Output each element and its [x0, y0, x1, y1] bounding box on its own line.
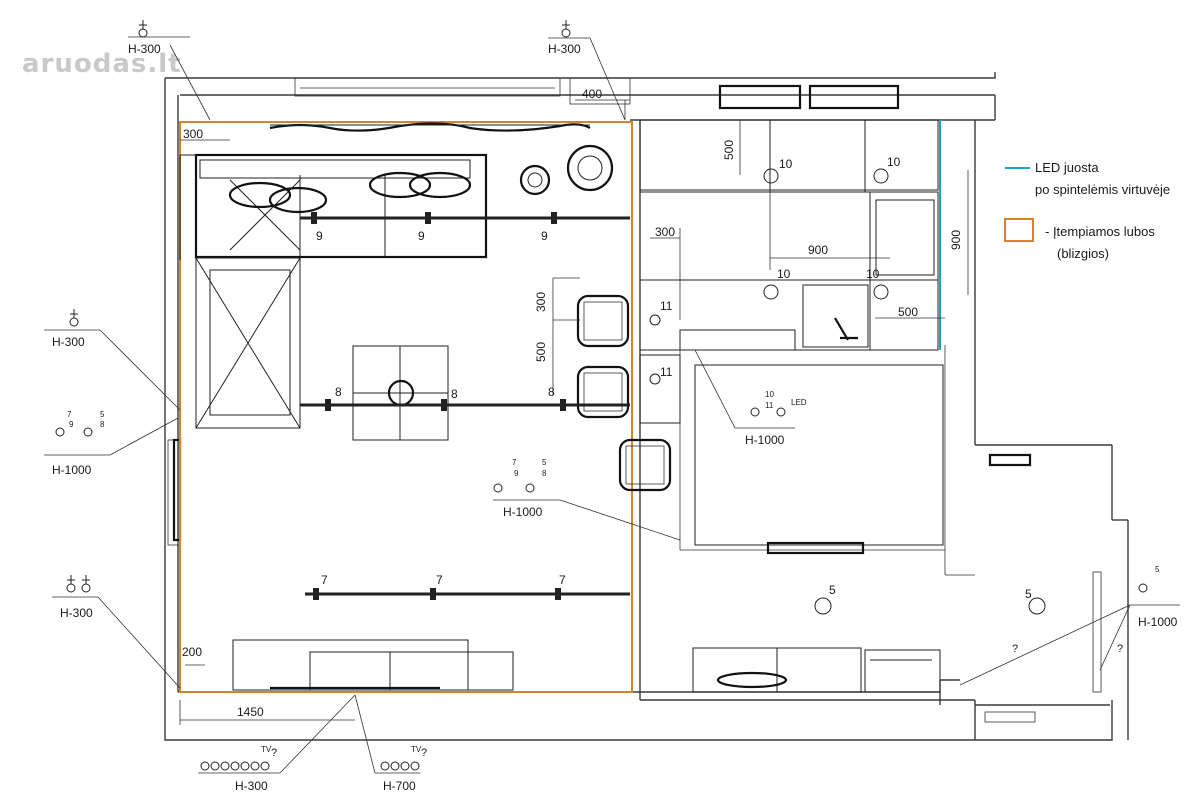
legend-ceiling-line2: (blizgios) [1057, 246, 1109, 261]
dim-900-horizontal: 900 [808, 243, 828, 257]
watermark-logo: aruodas.lt [22, 49, 182, 79]
coffee-table [352, 345, 449, 441]
dim-300-kitchen: 300 [655, 225, 675, 239]
switch-label-7-center: 7 [512, 458, 517, 467]
legend: LED juosta po spintelėmis virtuvėje - Įt… [1004, 160, 1170, 261]
dim-1450: 1450 [237, 705, 264, 719]
height-label-top-center: H-300 [548, 42, 581, 56]
legend-led-line1: LED juosta [1035, 160, 1099, 175]
height-label-left-2: H-1000 [52, 463, 92, 477]
switch-label-11-kitchen: 11 [765, 401, 774, 410]
light-rails [300, 216, 630, 596]
switch-label-9-center: 9 [514, 469, 519, 478]
height-label-bottom-1: H-300 [235, 779, 268, 793]
dimension-texts: 300 400 500 300 300 500 900 900 500 200 … [182, 87, 963, 719]
light-number-10c: 10 [777, 267, 791, 281]
light-number-5a: 5 [829, 583, 836, 597]
switch-label-8-center: 8 [542, 469, 547, 478]
symbol-labels: 7 9 5 8 7 9 5 8 10 11 LED 5 TV ? TV ? ? … [67, 390, 1160, 759]
tv-console [232, 639, 514, 691]
unknown-mark-2: ? [1117, 643, 1123, 655]
light-number-9c: 9 [541, 229, 548, 243]
switch-label-5-right: 5 [1155, 565, 1160, 574]
light-number-7b: 7 [436, 573, 443, 587]
dim-500-chairs: 500 [534, 342, 548, 362]
switch-label-8-left: 8 [100, 420, 105, 429]
legend-ceiling-line1: - Įtempiamos lubos [1045, 224, 1155, 239]
downlights [649, 168, 1046, 615]
socket-label-tv-2: TV [411, 745, 422, 754]
height-label-top-left: H-300 [128, 42, 161, 56]
switch-label-7-left: 7 [67, 410, 72, 419]
dim-200: 200 [182, 645, 202, 659]
switch-label-9-left: 9 [69, 420, 74, 429]
light-number-8c: 8 [548, 385, 555, 399]
dim-300-chairs: 300 [534, 292, 548, 312]
height-label-left-1: H-300 [52, 335, 85, 349]
stretch-ceiling-outline [179, 121, 633, 693]
socket-label-q-1: ? [271, 747, 277, 759]
dim-500-kitchen-top: 500 [722, 140, 736, 160]
height-label-right: H-1000 [1138, 615, 1178, 629]
light-number-9a: 9 [316, 229, 323, 243]
light-number-7c: 7 [559, 573, 566, 587]
light-number-5b: 5 [1025, 587, 1032, 601]
socket-leaders [44, 36, 1180, 774]
height-labels: H-300 H-300 H-300 H-1000 H-300 H-1000 H-… [52, 42, 1178, 793]
dim-400: 400 [582, 87, 602, 101]
light-number-9b: 9 [418, 229, 425, 243]
wall-shelf-top [269, 122, 591, 132]
switch-label-5-center: 5 [542, 458, 547, 467]
switch-label-5-left: 5 [100, 410, 105, 419]
dining-chairs [576, 294, 672, 492]
socket-label-tv-1: TV [261, 745, 272, 754]
kitchen-units [639, 84, 1102, 723]
light-number-10d: 10 [866, 267, 880, 281]
light-number-10a: 10 [779, 157, 793, 171]
corner-sofa [179, 153, 488, 429]
light-numbers: 9 9 9 8 8 8 7 7 7 10 10 10 10 11 11 5 5 [316, 155, 1032, 601]
light-number-10b: 10 [887, 155, 901, 169]
socket-label-q-2: ? [421, 747, 427, 759]
light-number-11a: 11 [660, 299, 673, 313]
height-label-bottom-2: H-700 [383, 779, 416, 793]
legend-led-line2: po spintelėmis virtuvėje [1035, 182, 1170, 197]
rail-spots [311, 212, 566, 600]
dimension-lines [179, 99, 969, 725]
light-number-7a: 7 [321, 573, 328, 587]
dim-500-kitchen: 500 [898, 305, 918, 319]
light-number-11b: 11 [660, 365, 673, 379]
dim-300-topleft: 300 [183, 127, 203, 141]
height-label-kitchen: H-1000 [745, 433, 785, 447]
height-label-center: H-1000 [503, 505, 543, 519]
legend-ceiling-swatch [1004, 218, 1034, 242]
socket-symbols [55, 20, 1148, 771]
light-number-8a: 8 [335, 385, 342, 399]
dim-900-vertical: 900 [949, 230, 963, 250]
switch-label-10-kitchen: 10 [765, 390, 774, 399]
height-label-left-3: H-300 [60, 606, 93, 620]
switch-label-led-kitchen: LED [791, 398, 807, 407]
light-number-8b: 8 [451, 387, 458, 401]
unknown-mark-1: ? [1012, 643, 1018, 655]
plant-group [519, 144, 614, 196]
